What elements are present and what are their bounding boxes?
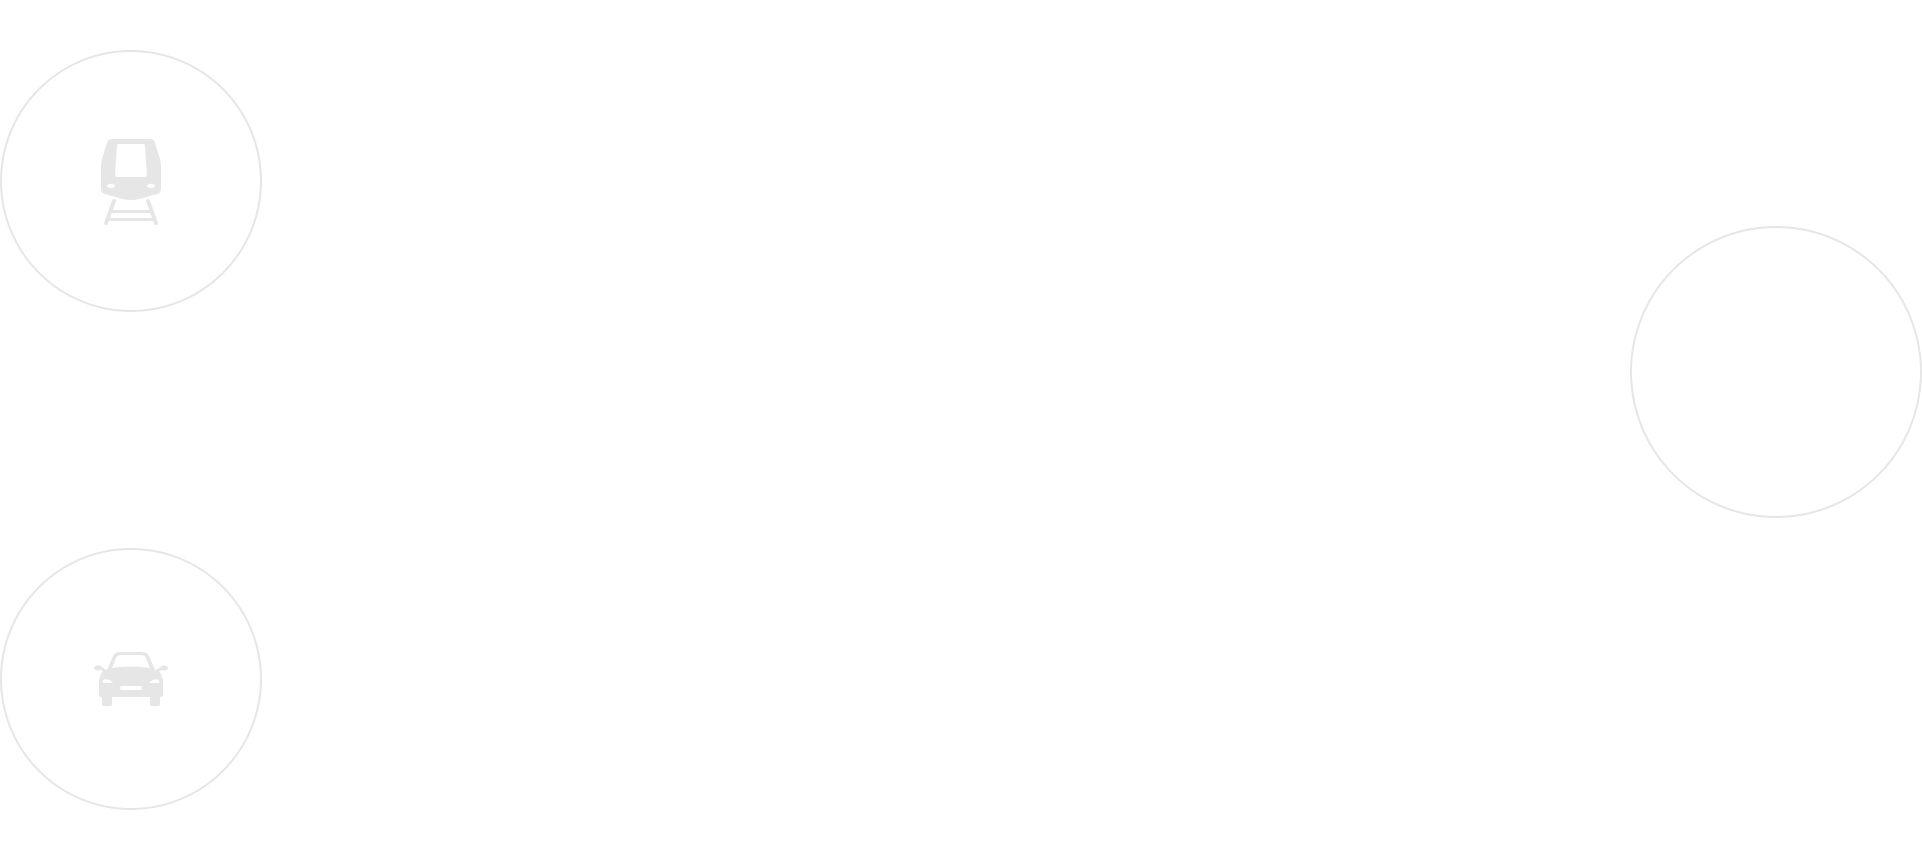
train-option-button[interactable] bbox=[0, 50, 262, 312]
empty-option-button[interactable] bbox=[1630, 226, 1922, 518]
train-icon bbox=[101, 139, 161, 225]
car-option-button[interactable] bbox=[0, 548, 262, 810]
car-icon bbox=[94, 652, 168, 706]
